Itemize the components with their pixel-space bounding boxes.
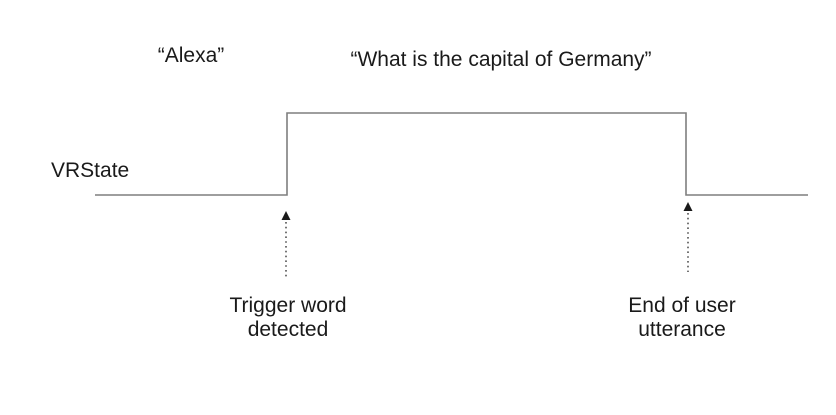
- end-utterance-arrowhead-icon: [683, 202, 693, 211]
- vrstate-waveform: [95, 112, 808, 196]
- utterance-phrase-label: “What is the capital of Germany”: [350, 48, 652, 71]
- trigger-arrowhead-icon: [281, 211, 291, 220]
- end-of-user-utterance-label: End of user utterance: [628, 294, 736, 342]
- trigger-word-detected-label: Trigger word detected: [229, 294, 347, 342]
- vrstate-signal-label: VRState: [51, 159, 130, 182]
- trigger-phrase-label: “Alexa”: [157, 44, 225, 67]
